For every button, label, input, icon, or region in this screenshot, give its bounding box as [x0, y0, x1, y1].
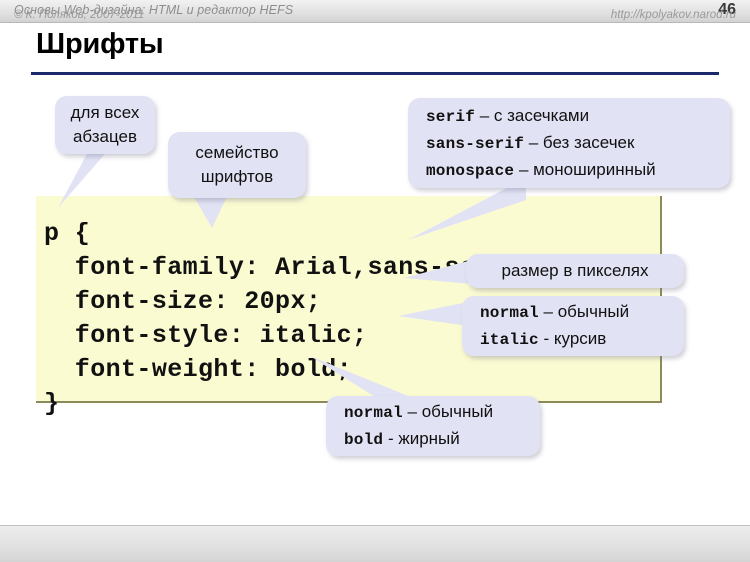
callout-tail-generic-families — [408, 178, 526, 240]
callout-line: serif – с засечками — [426, 103, 589, 130]
code-token: sans-serif — [426, 134, 525, 153]
page-title: Шрифты — [36, 28, 164, 60]
callout-for-all-paragraphs: для всех абзацев — [55, 96, 155, 154]
title-underline — [31, 72, 719, 75]
header-title: Основы Web-дизайна: HTML и редактор HEFS — [14, 3, 294, 17]
callout-line: normal – обычный — [480, 299, 629, 326]
callout-line: normal – обычный — [344, 399, 493, 426]
desc-text: – без засечек — [524, 132, 635, 152]
callout-font-family-meaning: семейство шрифтов — [168, 132, 306, 198]
callout-size-in-pixels: размер в пикселях — [466, 254, 684, 288]
code-token: bold — [344, 431, 384, 449]
callout-line: шрифтов — [200, 167, 274, 186]
footer-url[interactable]: http://kpolyakov.narod.ru — [610, 9, 736, 21]
callout-font-style-values: normal – обычный italic - курсив — [462, 296, 684, 356]
callout-tail-font-weight-values — [310, 356, 418, 400]
callout-font-weight-values: normal – обычный bold - жирный — [326, 396, 540, 456]
callout-tail-font-family-meaning — [190, 190, 230, 228]
callout-tail-for-all-paragraphs — [58, 148, 110, 208]
code-token: monospace — [426, 161, 515, 180]
desc-text: – обычный — [538, 302, 630, 321]
page-number: 46 — [718, 1, 736, 18]
callout-line: italic - курсив — [480, 326, 606, 353]
callout-tail-font-style-values — [398, 302, 468, 326]
code-token: normal — [480, 304, 539, 322]
code-token: italic — [480, 331, 539, 349]
footer-copyright: © К. Поляков, 2007-2011 — [14, 9, 145, 21]
desc-text: - курсив — [538, 329, 607, 348]
callout-line: для всех — [70, 103, 140, 122]
desc-text: – с засечками — [475, 105, 590, 125]
code-token: serif — [426, 107, 476, 126]
callout-generic-families: serif – с засечками sans-serif – без зас… — [408, 98, 730, 188]
callout-line: sans-serif – без засечек — [426, 130, 634, 157]
desc-text: – обычный — [402, 402, 494, 421]
footer-bar — [0, 525, 750, 562]
callout-line: размер в пикселях — [501, 261, 649, 280]
callout-tail-size-in-pixels — [404, 260, 472, 284]
callout-line: семейство — [195, 143, 279, 162]
desc-text: - жирный — [383, 429, 460, 448]
callout-line: bold - жирный — [344, 426, 460, 453]
callout-line: абзацев — [72, 127, 138, 146]
callout-line: monospace – моноширинный — [426, 157, 656, 184]
code-token: normal — [344, 404, 403, 422]
desc-text: – моноширинный — [514, 159, 656, 179]
header-bar — [0, 0, 750, 23]
